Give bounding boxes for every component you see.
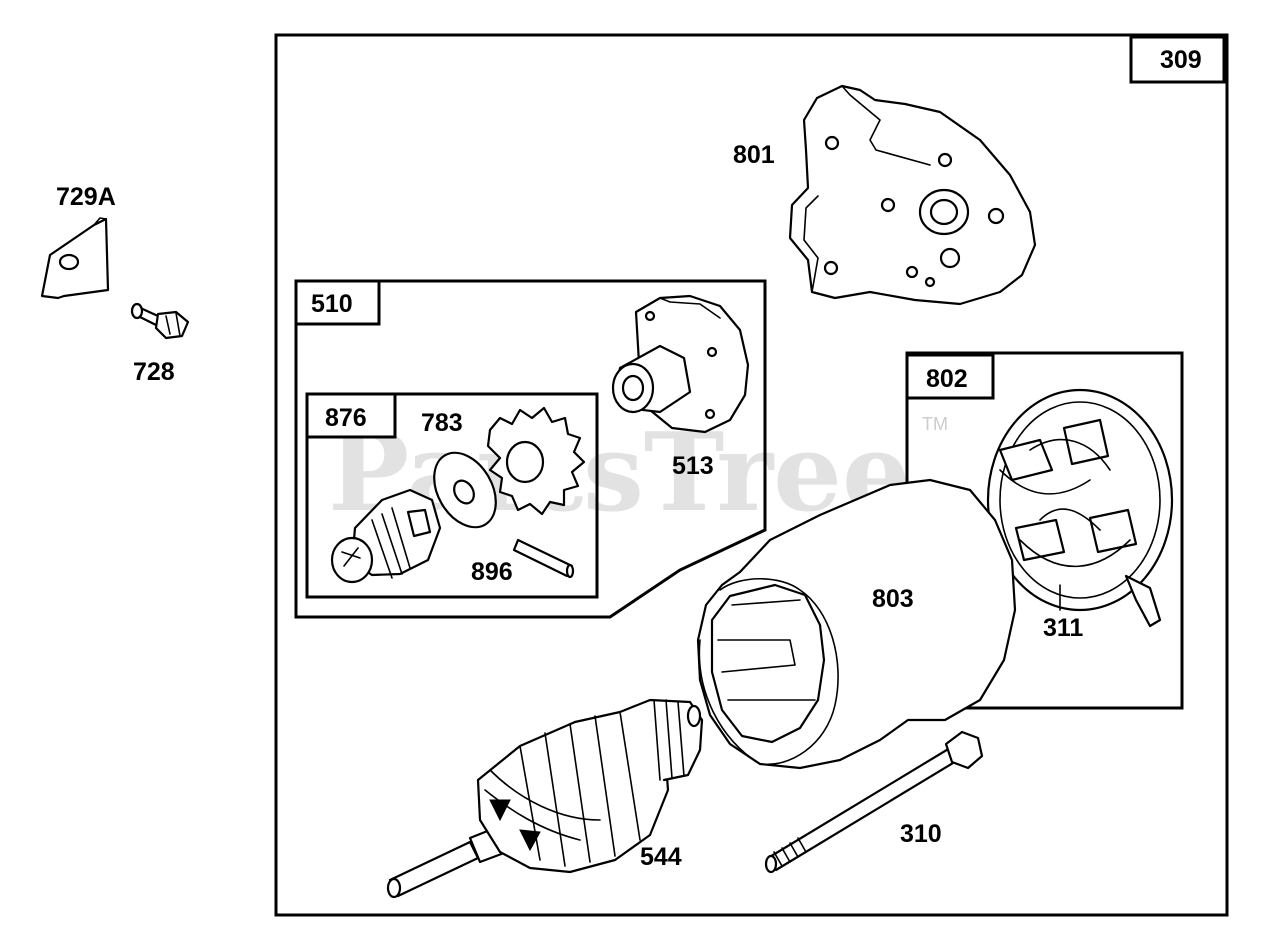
drive-sub-tag (305, 392, 397, 439)
callout-310[interactable]: 310 (900, 820, 942, 848)
main-frame-label[interactable]: 309 (1160, 46, 1202, 74)
bolt-part (764, 730, 984, 874)
armature-part (386, 698, 704, 899)
callout-803[interactable]: 803 (872, 585, 914, 613)
mount-plate-part (788, 84, 1037, 306)
screw-part (130, 302, 190, 340)
brush-holder-part (986, 388, 1174, 628)
callout-544[interactable]: 544 (640, 843, 682, 871)
pinion-gear-part (433, 406, 586, 529)
callout-783[interactable]: 783 (421, 409, 463, 437)
end-cap-label[interactable]: 802 (926, 365, 968, 393)
drive-housing-part (611, 294, 750, 434)
watermark-tm: TM (922, 414, 948, 434)
bracket-part (40, 217, 110, 300)
drive-assembly-label[interactable]: 510 (311, 290, 353, 318)
main-frame (274, 33, 1229, 917)
housing-part (696, 478, 1017, 770)
pin-part (512, 538, 575, 579)
callout-728[interactable]: 728 (133, 358, 175, 386)
drive-assembly-tag (294, 279, 381, 326)
end-cap-tag (905, 353, 995, 400)
callout-311[interactable]: 311 (1043, 614, 1083, 642)
drive-sub-label[interactable]: 876 (325, 404, 367, 432)
callout-896[interactable]: 896 (471, 558, 513, 586)
callout-513[interactable]: 513 (672, 452, 714, 480)
drive-sub-frame (305, 392, 599, 599)
drive-assembly-frame (294, 279, 767, 619)
main-frame-tag (1129, 35, 1226, 84)
callout-729a[interactable]: 729A (56, 183, 116, 211)
callout-801[interactable]: 801 (733, 141, 775, 169)
clutch-part (330, 488, 442, 584)
